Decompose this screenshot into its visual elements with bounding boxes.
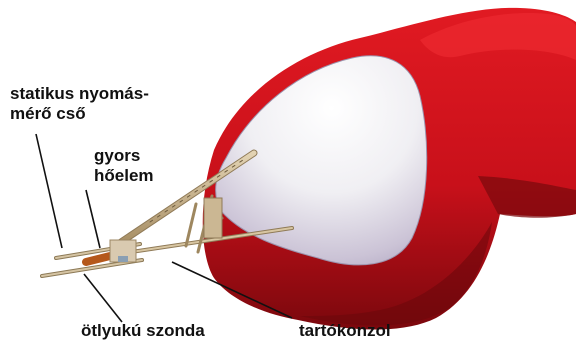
leader-five-hole bbox=[84, 274, 122, 322]
leader-thermocouple bbox=[86, 190, 100, 248]
label-gyors-line-1: gyors bbox=[94, 146, 154, 166]
label-static-line-1: statikus nyomás- bbox=[10, 84, 149, 104]
leader-static-tube bbox=[36, 134, 62, 248]
label-bracket: tartókonzol bbox=[299, 321, 391, 341]
label-static-pressure-tube: statikus nyomás- mérő cső bbox=[10, 84, 149, 124]
label-five-hole-probe: ötlyukú szonda bbox=[81, 321, 205, 341]
label-fast-thermocouple: gyors hőelem bbox=[94, 146, 154, 186]
label-gyors-line-2: hőelem bbox=[94, 166, 154, 186]
label-static-line-2: mérő cső bbox=[10, 104, 149, 124]
